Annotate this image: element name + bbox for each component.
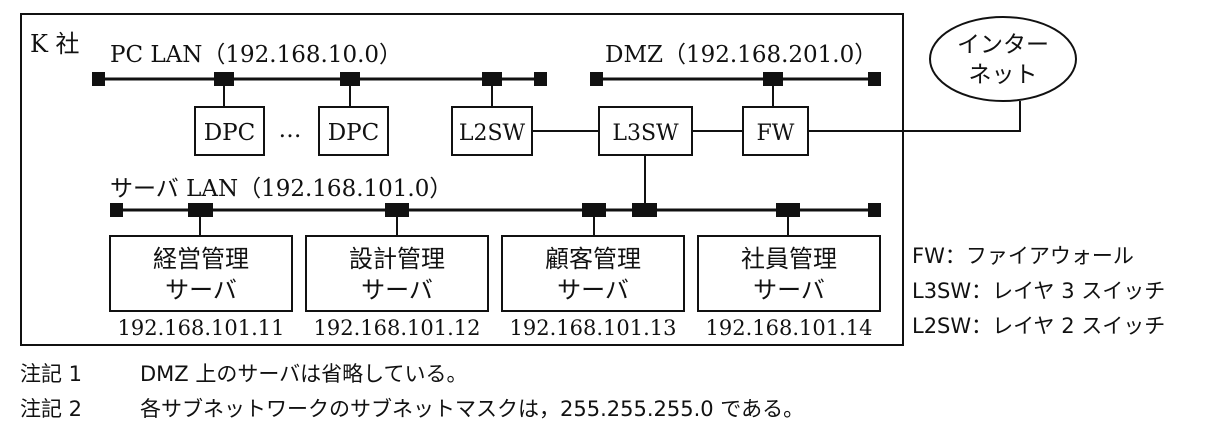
l3sw-box [598,106,693,156]
l3sw-label: L3SW [612,121,679,146]
serverlan-port-server4 [776,203,800,217]
legend-l2sw: L2SW：レイヤ 2 スイッチ [912,314,1165,338]
server-shain-ip: 192.168.101.14 [706,316,873,340]
server-shain: 社員管理 サーバ 192.168.101.14 [697,235,881,340]
serverlan-port-server3 [582,203,606,217]
server-kokyaku: 顧客管理 サーバ 192.168.101.13 [501,235,685,340]
pclan-port-l2sw [482,72,502,86]
serverlan-terminator-right [868,203,881,217]
dpc-box-1 [194,106,265,156]
dmz-terminator-right [868,72,881,86]
note-1: 注記 1 DMZ 上のサーバは省略している。 [20,358,468,388]
server-sekkei: 設計管理 サーバ 192.168.101.12 [305,235,489,340]
dpc-ellipsis: … [279,117,302,143]
dmz-label: DMZ（192.168.201.0） [605,42,877,68]
server-kokyaku-line1: 顧客管理 [545,245,641,273]
company-boundary [20,13,904,346]
legend-l3sw: L3SW：レイヤ 3 スイッチ [912,279,1165,303]
server-keiei: 経営管理 サーバ 192.168.101.11 [109,235,293,340]
note-1-text: DMZ 上のサーバは省略している。 [140,362,468,386]
server-kokyaku-ip: 192.168.101.13 [510,316,677,340]
internet-cloud [929,16,1077,102]
link-fw-internet [808,101,1021,132]
l2sw-label: L2SW [459,121,526,146]
server-sekkei-line2: サーバ [361,276,433,304]
note-2-label: 注記 2 [20,397,83,421]
pclan-terminator-left [92,72,105,86]
note-2-text: 各サブネットワークのサブネットマスクは，255.255.255.0 である。 [140,397,805,421]
pclan-terminator-right [534,72,547,86]
pclan-label: PC LAN（192.168.10.0） [110,42,402,68]
l2sw-box [451,106,533,156]
server-keiei-line2: サーバ [165,276,237,304]
server-keiei-ip: 192.168.101.11 [118,316,285,340]
dpc-label-2: DPC [328,120,380,146]
server-shain-line2: サーバ [753,276,825,304]
serverlan-port-l3sw [632,203,657,217]
serverlan-terminator-left [110,203,123,217]
dmz-port-fw [763,72,783,86]
server-kokyaku-line2: サーバ [557,276,629,304]
internet-label-line2: ネット [969,62,1038,88]
dpc-label-1: DPC [204,120,256,146]
note-1-label: 注記 1 [20,362,83,386]
legend-fw: FW：ファイアウォール [912,244,1134,268]
pclan-port-dpc2 [340,72,360,86]
server-sekkei-ip: 192.168.101.12 [314,316,481,340]
internet-label-line1: インター [957,32,1049,58]
dmz-terminator-left [590,72,603,86]
fw-label: FW [757,121,795,146]
server-shain-line1: 社員管理 [741,245,837,273]
serverlan-label: サーバ LAN（192.168.101.0） [110,176,452,202]
server-sekkei-line1: 設計管理 [349,245,445,273]
dpc-box-2 [318,106,389,156]
serverlan-port-server1 [188,203,213,217]
serverlan-port-server2 [385,203,409,217]
pclan-port-dpc1 [214,72,234,86]
company-label: K 社 [30,30,80,58]
note-2: 注記 2 各サブネットワークのサブネットマスクは，255.255.255.0 であ… [20,393,804,423]
server-keiei-line1: 経営管理 [153,245,249,273]
